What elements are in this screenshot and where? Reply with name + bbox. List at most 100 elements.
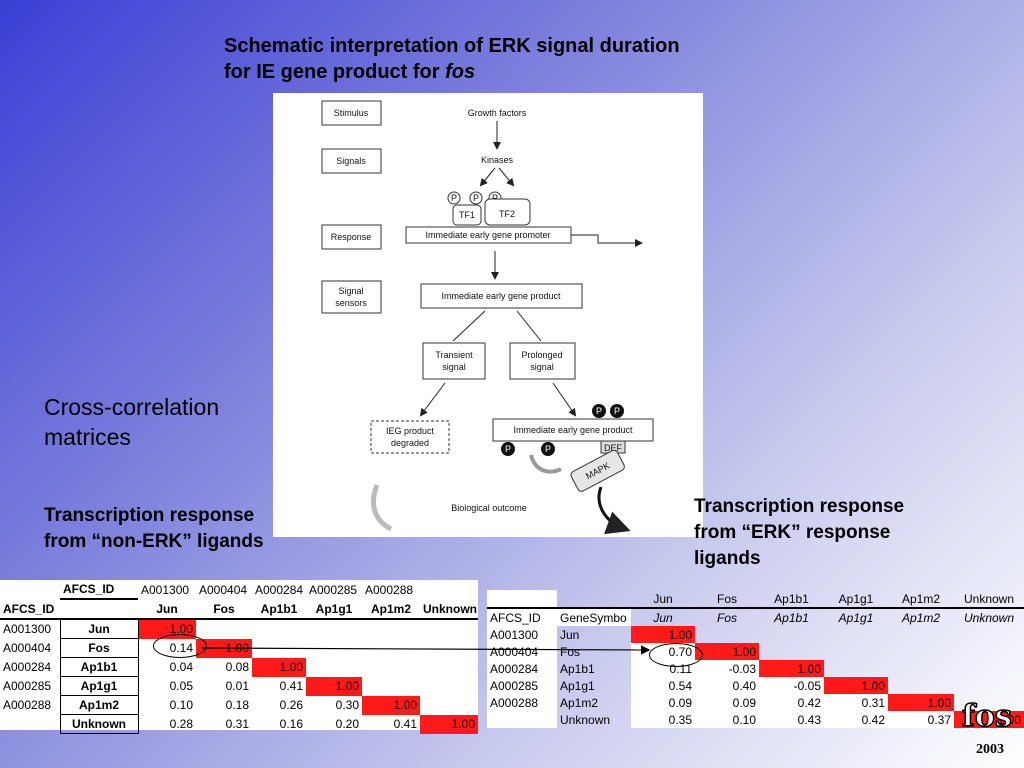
row-gene: Ap1m2 xyxy=(560,695,599,710)
row-gene: Ap1b1 xyxy=(59,657,139,677)
correlation-cell xyxy=(824,643,888,660)
fos-link-arrow xyxy=(201,645,651,655)
outcome-arrow xyxy=(597,486,631,535)
column-header: Fos xyxy=(716,591,737,606)
row-gene: Jun xyxy=(59,619,139,639)
title-italic: fos xyxy=(445,61,476,83)
column-header: Ap1m2 xyxy=(362,599,420,620)
diagonal-cell: 1.00 xyxy=(695,643,759,660)
row-id: A001300 xyxy=(3,622,52,637)
fos-right-highlight xyxy=(649,643,703,667)
correlation-cell: 0.43 xyxy=(759,711,824,728)
correlation-cell: 0.31 xyxy=(225,717,249,731)
correlation-cell xyxy=(420,695,478,715)
erk-correlation-table: Jun Fos Ap1b1 Ap1g1 Ap1m2 Unknown AFCS_I… xyxy=(487,590,1024,732)
column-header: Ap1m2 xyxy=(901,591,941,606)
promoter-label: Immediate early gene promoter xyxy=(425,230,550,240)
transient-label-2: signal xyxy=(442,362,466,372)
diagonal-cell: 1.00 xyxy=(631,626,695,643)
row-id: A000285 xyxy=(487,677,557,694)
correlation-cell xyxy=(888,660,954,677)
tf1-label: TF1 xyxy=(459,210,475,220)
correlation-cell: 0.08 xyxy=(225,660,249,674)
column-header: Fos xyxy=(196,599,252,620)
product-label: Immediate early gene product xyxy=(441,291,561,301)
transient-box xyxy=(422,342,486,380)
top-id: A000284 xyxy=(255,582,304,597)
stimulus-label: Stimulus xyxy=(334,108,369,118)
correlation-cell xyxy=(888,626,954,643)
correlation-cell xyxy=(362,619,420,639)
column-header-italic: Fos xyxy=(695,607,759,626)
table-subheader-row: AFCS_ID GeneSymbo Jun Fos Ap1b1 Ap1g1 Ap… xyxy=(487,607,1024,626)
correlation-cell: 0.10 xyxy=(695,711,759,728)
correlation-cell: -0.05 xyxy=(759,677,824,694)
correlation-cell xyxy=(888,677,954,694)
table-header-row: AFCS_ID Jun Fos Ap1b1 Ap1g1 Ap1m2 Unknow… xyxy=(0,599,478,620)
caption-non-erk: Transcription response from “non-ERK” li… xyxy=(44,503,334,555)
diagonal-cell: 1.00 xyxy=(362,695,420,715)
outcome-label: Biological outcome xyxy=(451,503,527,513)
caption-right-line-2: from “ERK” response xyxy=(694,522,891,543)
diagonal-cell: 1.00 xyxy=(888,694,954,711)
column-header: Unknown xyxy=(963,591,1015,606)
correlation-cell xyxy=(362,676,420,696)
correlation-cell xyxy=(196,619,252,639)
column-header-italic: Ap1b1 xyxy=(759,607,824,626)
column-header: Ap1g1 xyxy=(838,591,874,606)
correlation-cell xyxy=(824,660,888,677)
correlation-cell: 0.54 xyxy=(631,677,695,694)
row-id xyxy=(487,711,557,728)
product-box xyxy=(420,283,583,309)
correlation-cell xyxy=(954,660,1024,677)
column-header-italic: Ap1m2 xyxy=(888,607,954,626)
column-header: Jun xyxy=(653,591,673,606)
correlation-cell: 0.41 xyxy=(279,679,303,693)
caption-right-line-3: ligands xyxy=(694,548,761,569)
title-line-2: for IE gene product for xyxy=(224,61,446,83)
row-id: A000404 xyxy=(3,641,52,655)
correlation-cell: 0.18 xyxy=(225,698,249,712)
slide-title: Schematic interpretation of ERK signal d… xyxy=(224,33,784,85)
diagonal-cell: 1.00 xyxy=(759,660,824,677)
top-id: A000288 xyxy=(365,582,414,597)
caption-right-line-1: Transcription response xyxy=(694,496,905,517)
growth-factors-label: Growth factors xyxy=(468,108,527,118)
degrade-arrow xyxy=(371,484,393,532)
kinases-label: Kinases xyxy=(481,155,514,165)
p-label-7: P xyxy=(545,444,551,454)
column-header: Ap1b1 xyxy=(774,591,809,606)
diagonal-cell: 1.00 xyxy=(306,676,362,696)
row-gene: Unknown xyxy=(560,712,611,727)
correlation-cell xyxy=(954,626,1024,643)
response-box xyxy=(321,224,382,250)
correlation-cell: 0.42 xyxy=(759,694,824,711)
row-gene: Fos xyxy=(560,644,581,659)
correlation-cell: 0.20 xyxy=(335,717,359,731)
tf2-label: TF2 xyxy=(499,209,515,219)
diagonal-cell: 1.00 xyxy=(420,714,478,734)
prolonged-label-1: Prolonged xyxy=(521,350,562,360)
tf2-box xyxy=(484,198,531,226)
row-id: A000285 xyxy=(3,679,52,693)
top-id: A000285 xyxy=(309,582,358,597)
correlation-cell: 0.01 xyxy=(225,679,249,693)
correlation-cell xyxy=(306,619,362,639)
correlation-cell xyxy=(362,638,420,658)
correlation-cell xyxy=(954,677,1024,694)
degraded-box xyxy=(370,420,450,454)
non-erk-correlation-table: AFCS_ID A001300 A000404 A000284 A000285 … xyxy=(0,580,478,734)
row-id: A001300 xyxy=(487,626,557,643)
row-id xyxy=(0,715,60,734)
symbol-header: GeneSymbo xyxy=(557,607,631,626)
p-label-4: P xyxy=(596,406,602,416)
correlation-cell: 0.30 xyxy=(335,698,359,712)
product2-box xyxy=(492,418,654,442)
